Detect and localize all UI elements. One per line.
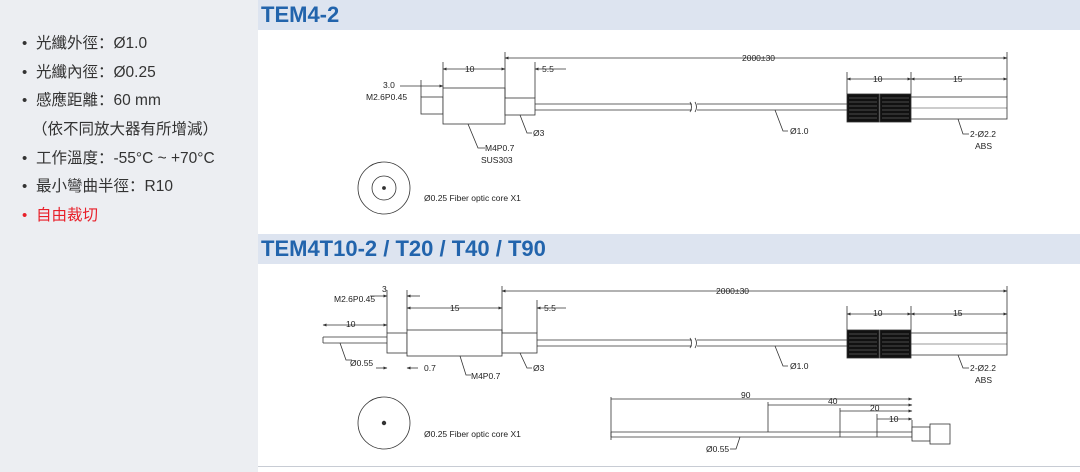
drawing-tem4-2-labels: 3.0 M2.6P0.45 10 5.5 2000±30 10 15 M4P0.… (366, 53, 996, 203)
bullet-icon: • (22, 207, 28, 225)
label-end-material: ABS (975, 141, 992, 151)
cross-section-outer (357, 161, 411, 215)
spec-item-note: （依不同放大器有所增減） (32, 121, 219, 139)
spec-list: •光纖外徑：Ø1.0 •光纖內徑：Ø0.25 •感應距離：60 mm （依不同放… (22, 30, 218, 231)
section-title: TEM4T10-2 / T20 / T40 / T90 (261, 236, 546, 261)
label-step: 0.7 (424, 363, 436, 373)
label-probe-dia: Ø0.55 (706, 444, 729, 454)
probe-sleeve-shape (501, 332, 538, 354)
dim-t10: 10 (889, 414, 899, 424)
dim-sleeve-10: 10 (873, 74, 883, 84)
label-core: Ø0.25 Fiber optic core X1 (424, 429, 521, 439)
dim-thread-len: 3.0 (383, 80, 395, 90)
bullet-icon: • (22, 149, 28, 167)
probe-sleeve-shape (504, 97, 536, 116)
fiber-core-dot (382, 186, 386, 190)
bullet-icon: • (22, 35, 28, 52)
drawing-tem4-2 (357, 52, 1008, 215)
drawing-tem4t10 (322, 286, 1008, 450)
dim-t90: 90 (741, 390, 751, 400)
label-material: SUS303 (481, 155, 513, 165)
spec-item-temperature: •工作溫度：-55°C ~ +70°C (22, 145, 218, 174)
label-tip-dia: Ø3 (533, 128, 545, 138)
thread-tip-shape (420, 96, 444, 115)
label-core: Ø0.25 Fiber optic core X1 (424, 193, 521, 203)
section-header-tem4-2: TEM4-2 (258, 0, 1080, 30)
dim-5-5: 5.5 (544, 303, 556, 313)
cross-section-outer (357, 396, 411, 450)
spec-item-bend-radius: •最小彎曲半徑：R10 (22, 173, 218, 202)
dim-10: 10 (465, 64, 475, 74)
knurled-sleeve-shape (846, 93, 880, 123)
probe-thread-shape (911, 426, 931, 442)
dim-t20: 20 (870, 403, 880, 413)
drawing-tem4t10-labels: 3 M2.6P0.45 10 15 5.5 2000±30 10 15 Ø0.5… (334, 284, 996, 454)
thread-tip-shape (386, 332, 408, 354)
cross-section-inner (371, 175, 397, 201)
spec-sidebar: •光纖外徑：Ø1.0 •光纖內徑：Ø0.25 •感應距離：60 mm （依不同放… (0, 0, 258, 472)
label-nut: M4P0.7 (471, 371, 501, 381)
bullet-icon: • (22, 92, 28, 110)
bullet-icon: • (22, 178, 28, 196)
dim-5-5: 5.5 (542, 64, 554, 74)
dim-end-15: 15 (953, 308, 963, 318)
label-end-dia: 2-Ø2.2 (970, 129, 996, 139)
knurled-sleeve-shape (846, 329, 880, 359)
section-title: TEM4-2 (261, 2, 340, 27)
label-tube-dia: Ø0.55 (350, 358, 373, 368)
label-nut: M4P0.7 (485, 143, 515, 153)
nut-body-shape (442, 87, 506, 125)
dim-sleeve-10: 10 (873, 308, 883, 318)
dim-length: 2000±30 (716, 286, 749, 296)
spec-item-sensing-distance: •感應距離：60 mm (22, 87, 218, 116)
label-fiber-dia: Ø1.0 (790, 126, 809, 136)
probe-nut-shape (929, 423, 951, 445)
label-fiber-dia: Ø1.0 (790, 361, 809, 371)
spec-item-fiber-id: •光纖內徑：Ø0.25 (22, 59, 218, 88)
knurled-sleeve-shape (879, 329, 912, 359)
label-end-dia: 2-Ø2.2 (970, 363, 996, 373)
dim-end-15: 15 (953, 74, 963, 84)
spec-item-free-cut: •自由裁切 (22, 202, 218, 231)
dim-thread-len: 3 (382, 284, 387, 294)
section-header-tem4t10: TEM4T10-2 / T20 / T40 / T90 (258, 234, 1080, 264)
dim-thread: M2.6P0.45 (366, 92, 407, 102)
dim-t40: 40 (828, 396, 838, 406)
label-end-material: ABS (975, 375, 992, 385)
bottom-divider (258, 466, 1080, 467)
spec-item-fiber-od: •光纖外徑：Ø1.0 (22, 30, 218, 59)
dim-thread: M2.6P0.45 (334, 294, 375, 304)
nut-body-shape (406, 329, 503, 357)
dim-tube-len: 10 (346, 319, 356, 329)
fiber-core-dot (381, 420, 387, 426)
bullet-icon: • (22, 63, 28, 81)
label-tip-dia: Ø3 (533, 363, 545, 373)
dim-15: 15 (450, 303, 460, 313)
dim-length: 2000±30 (742, 53, 775, 63)
